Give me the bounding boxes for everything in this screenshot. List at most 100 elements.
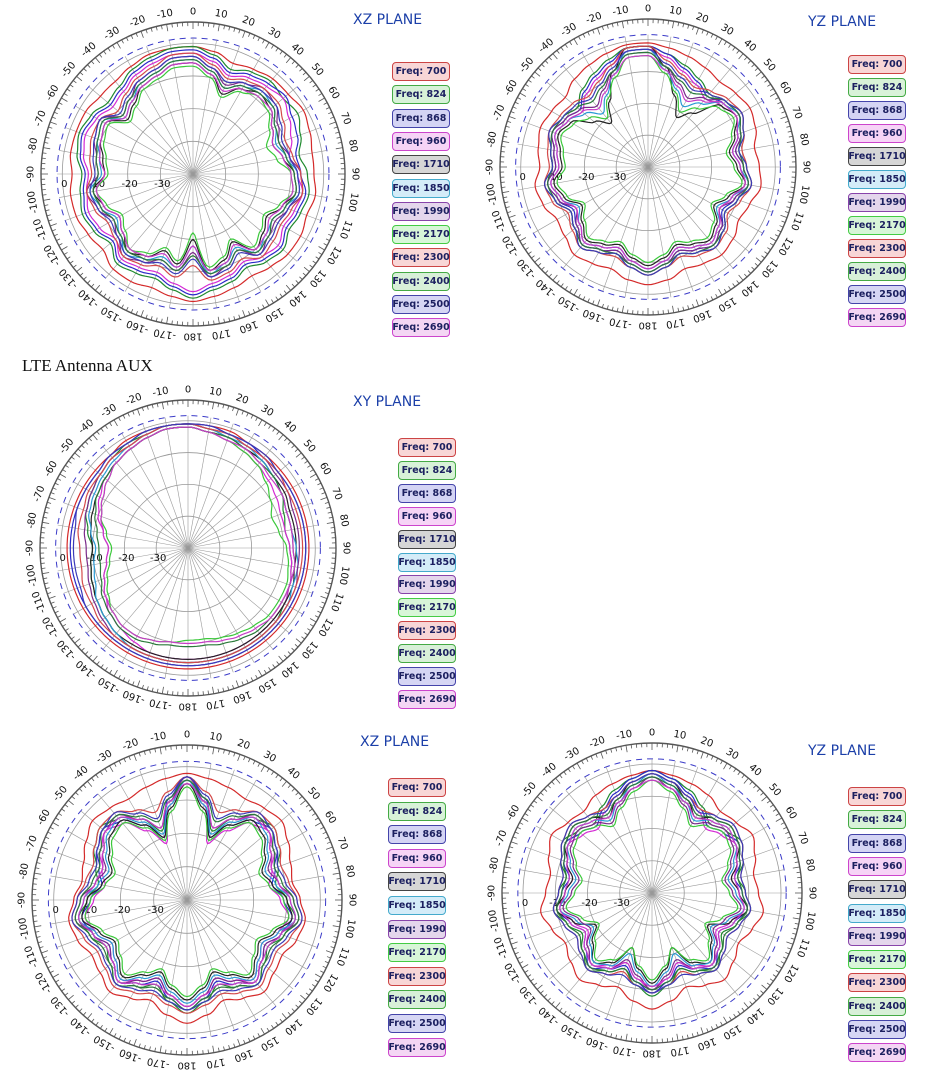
radial-tick-label: -20	[118, 553, 134, 564]
legend-item[interactable]: Freq: 700	[848, 55, 906, 74]
tick-mark	[212, 402, 215, 410]
legend-item[interactable]: Freq: 824	[848, 78, 906, 97]
legend-item[interactable]: Freq: 700	[388, 778, 446, 797]
legend-item[interactable]: Freq: 2300	[848, 239, 906, 258]
legend-item[interactable]: Freq: 1850	[388, 896, 446, 915]
legend-item[interactable]: Freq: 868	[392, 108, 450, 128]
tick-mark	[530, 978, 535, 982]
tick-mark	[272, 428, 276, 432]
tick-mark	[243, 1039, 246, 1044]
legend-item[interactable]: Freq: 2500	[392, 295, 450, 314]
tick-mark	[329, 121, 336, 125]
legend-item[interactable]: Freq: 1990	[392, 201, 450, 221]
tick-mark	[761, 796, 768, 802]
legend-item[interactable]: Freq: 2500	[848, 285, 906, 304]
tick-mark	[510, 220, 515, 223]
legend-item[interactable]: Freq: 2690	[848, 1043, 906, 1063]
tick-mark	[107, 296, 111, 301]
legend-item[interactable]: Freq: 2170	[848, 216, 906, 235]
legend-item[interactable]: Freq: 960	[848, 124, 906, 143]
legend-item[interactable]: Freq: 868	[388, 825, 446, 845]
legend-item[interactable]: Freq: 824	[388, 801, 446, 821]
legend-item[interactable]: Freq: 2300	[848, 973, 906, 993]
legend-item[interactable]: Freq: 1990	[848, 926, 906, 946]
tick-mark	[268, 425, 272, 429]
legend-item[interactable]: Freq: 2170	[392, 225, 450, 245]
tick-mark	[71, 456, 75, 460]
legend-item[interactable]: Freq: 1990	[398, 575, 456, 595]
tick-mark	[56, 238, 61, 241]
tick-mark	[307, 464, 311, 468]
tick-mark	[42, 152, 47, 154]
legend-item[interactable]: Freq: 2690	[848, 308, 906, 327]
legend-item[interactable]: Freq: 960	[398, 506, 456, 526]
legend-item[interactable]: Freq: 2500	[398, 667, 456, 686]
grid-spoke	[192, 46, 240, 175]
legend-item[interactable]: Freq: 1850	[392, 178, 450, 198]
radial-tick-label: 0	[522, 898, 528, 909]
tick-mark	[572, 1016, 575, 1021]
legend-item[interactable]: Freq: 2400	[398, 644, 456, 664]
legend-item[interactable]: Freq: 2400	[392, 271, 450, 291]
tick-mark	[537, 263, 542, 267]
legend-item[interactable]: Freq: 1710	[848, 880, 906, 900]
legend-item[interactable]: Freq: 824	[848, 810, 906, 830]
legend-item[interactable]: Freq: 1990	[848, 193, 906, 212]
series-trace-2400	[92, 59, 297, 275]
legend-item[interactable]: Freq: 2500	[388, 1014, 446, 1033]
legend-item[interactable]: Freq: 2690	[392, 318, 450, 338]
legend-item[interactable]: Freq: 2170	[388, 943, 446, 963]
legend-item[interactable]: Freq: 868	[398, 483, 456, 503]
legend-item[interactable]: Freq: 1710	[392, 155, 450, 175]
legend-item[interactable]: Freq: 2500	[848, 1020, 906, 1039]
legend-item[interactable]: Freq: 2300	[392, 248, 450, 268]
tick-mark	[141, 407, 144, 412]
tick-mark	[615, 1034, 618, 1039]
legend-item[interactable]: Freq: 2170	[398, 598, 456, 618]
tick-mark	[755, 71, 762, 77]
legend-item[interactable]: Freq: 700	[392, 62, 450, 81]
legend-item[interactable]: Freq: 700	[398, 438, 456, 457]
legend-item[interactable]: Freq: 960	[388, 848, 446, 868]
legend-item[interactable]: Freq: 1850	[848, 170, 906, 189]
legend-item[interactable]: Freq: 2690	[398, 689, 456, 709]
legend-item[interactable]: Freq: 700	[848, 787, 906, 806]
legend-item[interactable]: Freq: 1710	[388, 872, 446, 892]
tick-mark	[291, 1008, 295, 1012]
tick-mark	[156, 688, 159, 693]
tick-mark	[309, 80, 314, 84]
tick-mark	[279, 50, 283, 55]
legend-item[interactable]: Freq: 2400	[388, 990, 446, 1010]
tick-mark	[213, 23, 215, 28]
tick-mark	[275, 1021, 279, 1026]
legend-item[interactable]: Freq: 1850	[398, 552, 456, 572]
legend-item[interactable]: Freq: 1850	[848, 903, 906, 923]
legend-item[interactable]: Freq: 2300	[398, 621, 456, 641]
tick-mark	[787, 130, 792, 133]
legend-item[interactable]: Freq: 2170	[848, 950, 906, 970]
tick-mark	[298, 1000, 303, 1005]
angle-tick-label: 80	[803, 858, 816, 872]
legend-item[interactable]: Freq: 1710	[398, 529, 456, 549]
legend-item[interactable]: Freq: 960	[392, 131, 450, 151]
legend-item[interactable]: Freq: 1990	[388, 919, 446, 939]
tick-mark	[207, 690, 209, 695]
legend-item[interactable]: Freq: 2400	[848, 262, 906, 281]
legend-item[interactable]: Freq: 868	[848, 833, 906, 853]
tick-mark	[166, 24, 169, 32]
tick-mark	[54, 610, 59, 614]
legend-item[interactable]: Freq: 824	[398, 460, 456, 480]
legend-item[interactable]: Freq: 2300	[388, 966, 446, 986]
legend-item[interactable]: Freq: 2400	[848, 996, 906, 1016]
tick-mark	[154, 1047, 156, 1052]
legend-item[interactable]: Freq: 824	[392, 85, 450, 105]
legend-item[interactable]: Freq: 2690	[388, 1037, 446, 1057]
tick-mark	[774, 97, 779, 100]
grid-spoke	[651, 892, 779, 940]
legend-item[interactable]: Freq: 960	[848, 856, 906, 876]
legend-item[interactable]: Freq: 1710	[848, 147, 906, 166]
tick-mark	[43, 841, 48, 844]
legend-item[interactable]: Freq: 868	[848, 101, 906, 120]
angle-tick-label: 70	[789, 105, 804, 121]
tick-mark	[285, 284, 292, 291]
